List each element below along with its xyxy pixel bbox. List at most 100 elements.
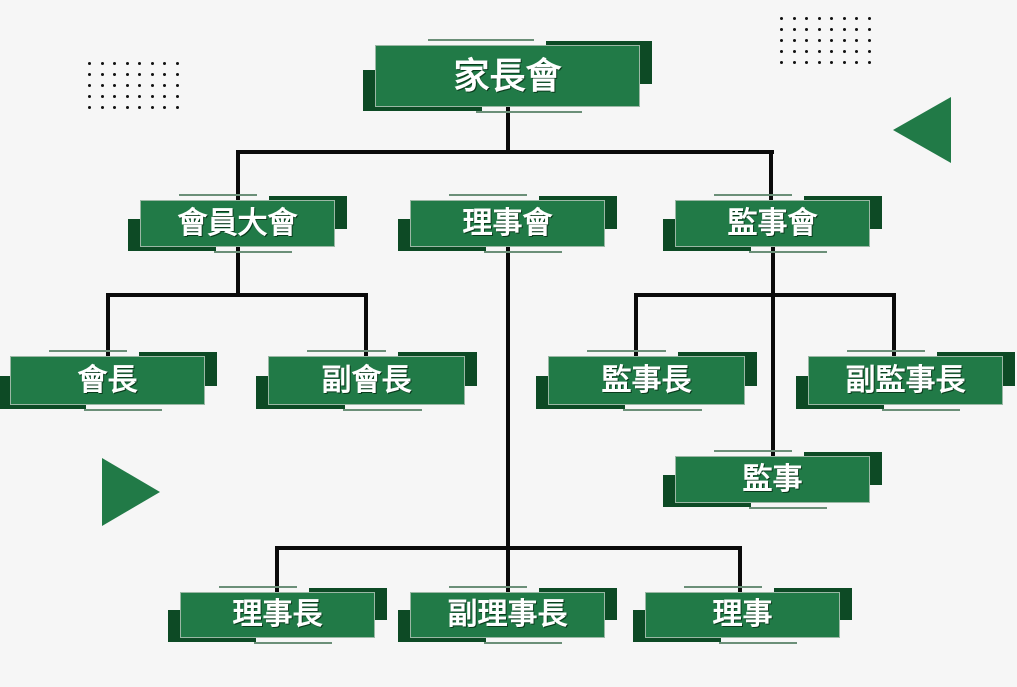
dot (100, 73, 104, 76)
accent-line (49, 350, 127, 352)
org-node-root: 家長會 (363, 39, 652, 113)
node-label: 理事 (712, 597, 773, 633)
dot (150, 62, 154, 65)
accent-line (342, 409, 422, 411)
dot (855, 28, 858, 31)
dot (867, 39, 871, 42)
dot (780, 39, 783, 42)
connector (769, 150, 773, 200)
node-label: 副會長 (321, 362, 412, 398)
dot (125, 73, 129, 76)
dot (150, 84, 154, 87)
dot (100, 95, 104, 98)
dot (805, 17, 808, 20)
dot (817, 28, 821, 31)
dot (88, 95, 91, 98)
dot (830, 17, 833, 20)
dot (113, 95, 116, 98)
dot (792, 28, 796, 31)
node-body (645, 592, 840, 638)
connector (364, 293, 368, 356)
accent-line (307, 350, 387, 352)
org-node-general-assembly: 會員大會 (128, 194, 347, 253)
dot (780, 28, 783, 31)
dot (175, 73, 179, 76)
accent-line (428, 39, 534, 41)
node-body (180, 592, 375, 638)
org-node-vice-chief-supervisor: 副監事長 (796, 350, 1015, 411)
dot (175, 106, 179, 109)
accent-line (179, 194, 257, 196)
node-label: 副理事長 (447, 597, 568, 633)
org-node-vice-board-chair: 副理事長 (398, 586, 617, 644)
accent-line (719, 642, 798, 644)
connector (275, 546, 742, 550)
dot (163, 95, 166, 98)
node-body (10, 356, 205, 405)
connector (506, 107, 510, 152)
dot (817, 39, 821, 42)
accent-line (749, 251, 828, 253)
node-body (140, 200, 335, 247)
dot-pattern (780, 17, 880, 64)
accent-line (219, 586, 297, 588)
accent-line (587, 350, 667, 352)
dot (792, 61, 796, 64)
connector (634, 293, 896, 297)
accent-line (449, 586, 527, 588)
dot (100, 106, 104, 109)
dot (125, 106, 129, 109)
node-body (675, 200, 870, 247)
node-body (410, 592, 605, 638)
dot (150, 73, 154, 76)
dot (867, 61, 871, 64)
dot (125, 84, 129, 87)
dot (88, 106, 91, 109)
dot (842, 39, 846, 42)
connector (892, 293, 896, 356)
dot (855, 61, 858, 64)
accent-line (622, 409, 702, 411)
dot (163, 84, 166, 87)
dot (805, 28, 808, 31)
node-body (375, 45, 640, 107)
dot (100, 84, 104, 87)
accent-line (714, 450, 792, 452)
dot (175, 84, 179, 87)
accent-line (475, 111, 582, 113)
dot (792, 50, 796, 53)
dot (138, 73, 141, 76)
org-node-supervisors: 監事會 (663, 194, 882, 253)
dot (125, 95, 129, 98)
dot (163, 106, 166, 109)
dot (113, 84, 116, 87)
org-node-vice-president: 副會長 (256, 350, 477, 411)
org-node-president: 會長 (0, 350, 217, 411)
connector (236, 150, 774, 154)
node-label: 理事會 (462, 205, 553, 241)
dot (175, 95, 179, 98)
dot (805, 50, 808, 53)
dot (792, 17, 796, 20)
node-label: 監事會 (727, 205, 818, 241)
dot (855, 39, 858, 42)
dot (780, 61, 783, 64)
connector (236, 247, 240, 297)
triangle-left-icon (893, 97, 951, 163)
connector (106, 293, 110, 356)
dot (175, 62, 179, 65)
accent-line (484, 251, 563, 253)
dot (100, 62, 104, 65)
accent-line (84, 409, 163, 411)
dot (867, 50, 871, 53)
dot (792, 39, 796, 42)
accent-line (214, 251, 293, 253)
node-label: 監事 (742, 461, 803, 497)
dot (867, 17, 871, 20)
accent-line (882, 409, 961, 411)
dot (830, 28, 833, 31)
dot (867, 28, 871, 31)
connector (106, 293, 368, 297)
triangle-right-icon (102, 458, 160, 526)
dot (88, 62, 91, 65)
